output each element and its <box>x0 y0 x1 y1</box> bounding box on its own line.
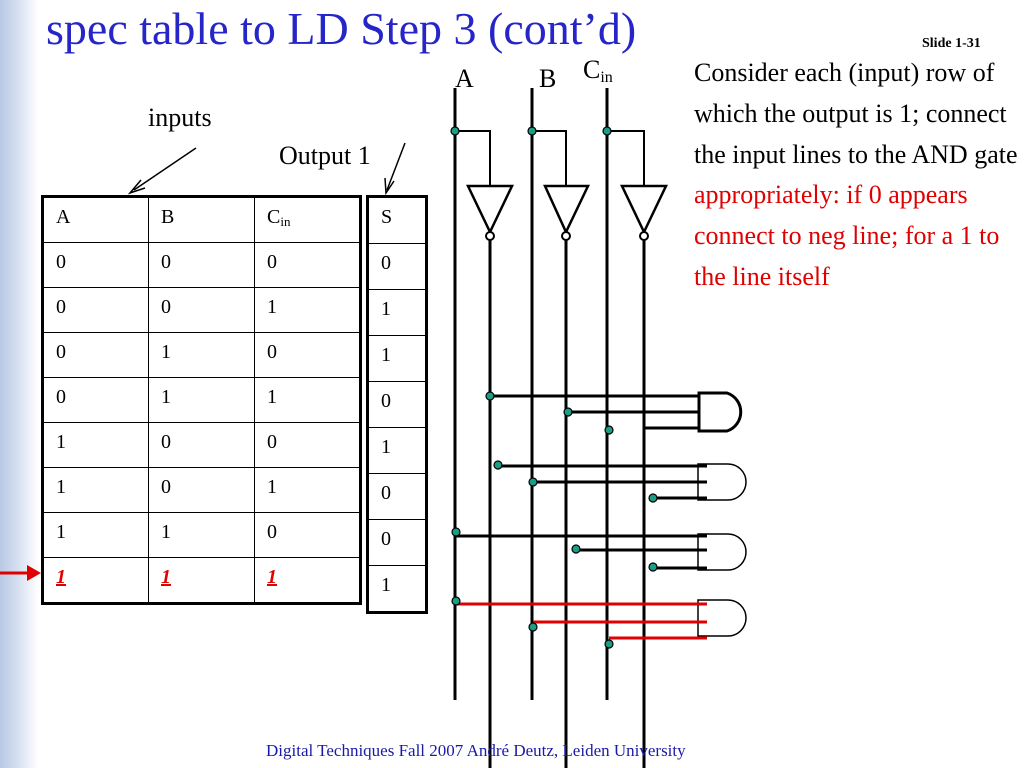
inverter-bubble-cin <box>639 231 649 241</box>
line-label-c: C <box>583 55 601 84</box>
input-cell-b: 1 <box>148 332 255 378</box>
input-cell-c: 1 <box>254 557 361 604</box>
inverter-feed-b <box>532 130 567 186</box>
input-cell-b: 0 <box>148 242 255 288</box>
inverter-feed-cin <box>607 130 645 186</box>
inverter-a <box>466 184 514 235</box>
output-header-s: S <box>367 196 427 244</box>
input-header-b: B <box>148 196 255 243</box>
output-table-row: 1 <box>367 427 427 474</box>
input-cell-c: 0 <box>254 512 361 558</box>
input-cell-b: 0 <box>148 287 255 333</box>
connection-dots <box>450 126 658 649</box>
output-pointer-head <box>384 177 395 196</box>
inverter-bubble-b <box>561 231 571 241</box>
junction-dot <box>451 527 461 537</box>
output-table-row: 0 <box>367 243 427 290</box>
junction-dot <box>493 460 503 470</box>
line-label-b: B <box>539 64 557 93</box>
input-header-c: C <box>267 206 281 228</box>
input-cell-c: 1 <box>254 467 361 513</box>
junction-dot <box>451 596 461 606</box>
junction-dot <box>563 407 573 417</box>
output-table-row: 0 <box>367 473 427 520</box>
inverter-feed-a <box>455 130 491 186</box>
line-label-a: A <box>455 64 474 93</box>
output-cell-s: 0 <box>367 473 427 520</box>
inverter-cin <box>620 184 668 235</box>
input-header-a: A <box>42 196 149 243</box>
junction-dot <box>571 544 581 554</box>
input-cell-a: 1 <box>42 467 149 513</box>
instruction-highlight-text: appropriately: if 0 appears connect to n… <box>694 180 1000 291</box>
input-header-cin: Cin <box>254 196 361 243</box>
slide-title: spec table to LD Step 3 (cont’d) <box>46 3 637 54</box>
junction-dot <box>485 391 495 401</box>
output-cell-s: 0 <box>367 243 427 290</box>
output-cell-s: 1 <box>367 289 427 336</box>
input-cell-a: 0 <box>42 377 149 423</box>
input-cell-a: 0 <box>42 332 149 378</box>
input-cell-c: 1 <box>254 377 361 423</box>
junction-dot <box>648 562 658 572</box>
output-pointer-line <box>386 142 406 191</box>
input-cell-b: 1 <box>148 557 255 604</box>
and-gate-2 <box>697 463 747 501</box>
junction-dot <box>648 493 658 503</box>
junction-dot <box>528 477 538 487</box>
instruction-text: Consider each (input) row of which the o… <box>694 58 1018 169</box>
input-header-cin-sub: in <box>280 214 291 229</box>
inputs-pointer-head <box>127 179 146 195</box>
input-cell-b: 1 <box>148 377 255 423</box>
junction-dot <box>602 126 612 136</box>
input-cell-c: 1 <box>254 287 361 333</box>
input-cell-a: 0 <box>42 242 149 288</box>
output-table-row: 1 <box>367 565 427 613</box>
output-table-header-row: S <box>367 196 427 244</box>
output-label: Output 1 <box>279 141 371 170</box>
junction-dot <box>527 126 537 136</box>
output-table-row: 1 <box>367 289 427 336</box>
and-gate-4 <box>697 599 747 637</box>
junction-dot <box>604 639 614 649</box>
line-label-cin: Cin <box>583 55 613 87</box>
slide-number: Slide 1-31 <box>922 36 981 51</box>
output-cell-s: 1 <box>367 427 427 474</box>
inverter-b <box>543 184 590 235</box>
and-gate-1 <box>697 391 743 433</box>
side-gradient-bar <box>0 0 38 768</box>
input-cell-b: 0 <box>148 467 255 513</box>
junction-dot <box>450 126 460 136</box>
input-cell-a: 1 <box>42 422 149 468</box>
junction-dot <box>604 425 614 435</box>
slide-footer: Digital Techniques Fall 2007 André Deutz… <box>266 741 686 760</box>
inverter-bubble-a <box>485 231 495 241</box>
inputs-pointer-line <box>133 147 197 191</box>
input-cell-a: 1 <box>42 512 149 558</box>
input-table-header-row: A B Cin <box>42 196 361 243</box>
and-gate-3 <box>697 533 747 571</box>
line-label-cin-sub: in <box>600 69 613 86</box>
input-cell-c: 0 <box>254 422 361 468</box>
row-pointer-arrow-head <box>27 565 41 581</box>
input-cell-a: 1 <box>42 557 149 604</box>
inputs-label: inputs <box>148 103 212 132</box>
output-cell-s: 1 <box>367 565 427 613</box>
instruction-note: Consider each (input) row of which the o… <box>694 53 1024 298</box>
junction-dot <box>528 622 538 632</box>
